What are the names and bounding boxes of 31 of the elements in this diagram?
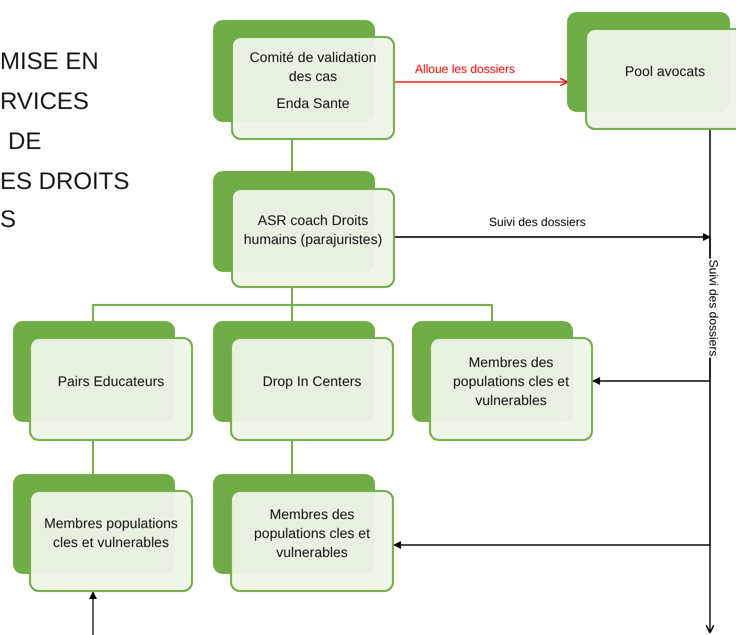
connector-line <box>291 441 293 474</box>
title-text: DE <box>8 130 42 154</box>
box-label: Pool avocats <box>624 62 706 80</box>
process-box <box>567 12 736 130</box>
edge-label: Suivi des dossiers <box>488 216 587 228</box>
title-text: ES DROITS <box>0 170 130 194</box>
connector-line <box>92 441 94 474</box>
connector-line <box>291 140 293 171</box>
process-box <box>213 20 395 140</box>
box-label: Membres des populations cles et vulnerables <box>452 352 570 410</box>
title-text: S <box>0 208 16 232</box>
box-label: Drop In Centers <box>262 372 362 390</box>
process-box <box>213 321 394 441</box>
box-label: ASR coach Droits humains (parajuristes) <box>242 211 384 249</box>
arrow <box>395 77 568 87</box>
title-text: RVICES <box>0 90 89 114</box>
box-label: Enda Sante <box>276 94 350 112</box>
process-box <box>213 474 394 592</box>
title-text: MISE EN <box>0 50 99 74</box>
process-box <box>412 321 593 441</box>
box-label: Membres populations cles et vulnerables <box>43 514 179 552</box>
arrow <box>89 591 97 635</box>
process-box <box>13 321 193 441</box>
box-label: Pairs Educateurs <box>58 372 164 390</box>
process-box <box>213 171 395 288</box>
edge-label: Suivi des dossiers <box>707 258 720 358</box>
edge-label: Alloue les dossiers <box>414 63 516 75</box>
process-box <box>13 474 193 592</box>
box-label: Membres des populations cles et vulnerables <box>253 504 371 562</box>
connector-line <box>291 288 493 321</box>
box-label: Comité de validation des cas <box>248 48 378 86</box>
